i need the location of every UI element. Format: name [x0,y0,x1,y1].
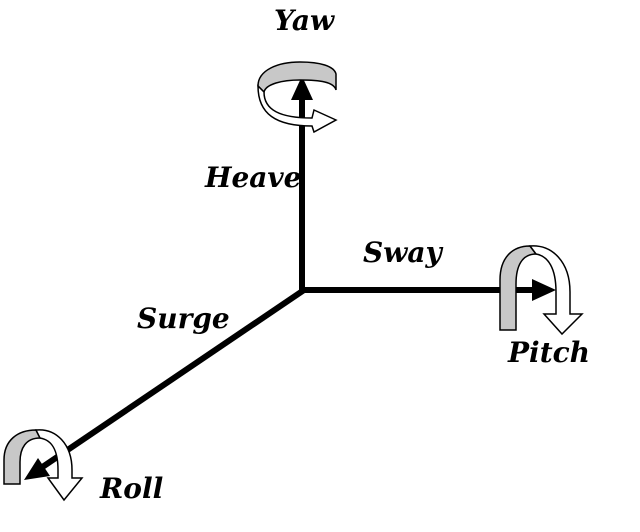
roll-rotation-icon [3,429,84,502]
surge-axis [24,287,306,480]
yaw-label: Yaw [274,4,335,37]
surge-arrowhead-icon [24,458,50,480]
sway-axis [300,279,556,301]
pitch-label: Pitch [507,336,590,369]
heave-label: Heave [204,161,302,194]
roll-label: Roll [99,472,163,505]
sway-arrowhead-icon [532,279,556,301]
surge-label: Surge [137,302,230,335]
yaw-rotation-icon [257,61,338,134]
pitch-rotation-icon [499,245,584,336]
sway-label: Sway [363,236,443,269]
heave-arrowhead-icon [291,76,313,100]
